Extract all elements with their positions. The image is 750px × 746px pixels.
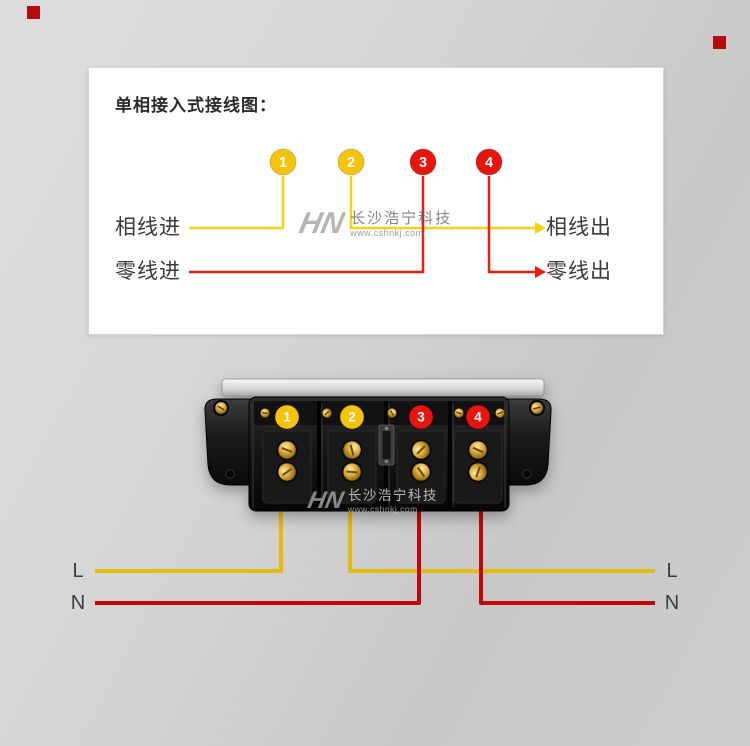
- wire-neutral-right: [479, 500, 655, 605]
- wiring-diagram-panel: 单相接入式接线图： 1 2 3: [88, 67, 664, 335]
- diagram-line-phase-out: [349, 176, 536, 230]
- ear-hole-right: [522, 469, 532, 479]
- badge-number: 2: [348, 410, 356, 425]
- badge-number: 3: [417, 410, 425, 425]
- badge-circle: [408, 404, 434, 430]
- badge-circle: [475, 148, 503, 176]
- badge-number: 4: [474, 410, 482, 425]
- wiring-diagram-svg: 1 2 3 4: [189, 148, 546, 278]
- block-top-strip: [253, 401, 505, 425]
- badge-number: 1: [279, 155, 287, 171]
- block-badge-4: 4: [465, 404, 491, 430]
- corner-marker-top-left: [27, 6, 40, 19]
- badge-circle: [269, 148, 297, 176]
- arrow-phase-out-icon: [535, 222, 546, 234]
- center-jumper: [378, 424, 395, 466]
- badge-number: 1: [283, 410, 291, 425]
- diagram-badge-4: 4: [475, 148, 503, 176]
- line-label-l-left: L: [72, 560, 84, 582]
- diagram-line-neutral-in: [189, 176, 425, 274]
- badge-number: 3: [419, 155, 427, 171]
- badge-circle: [274, 404, 300, 430]
- wire-phase-right: [348, 500, 655, 573]
- block-badge-3: 3: [408, 404, 434, 430]
- meter-terminal-block: 1 2 3 4: [204, 378, 552, 512]
- label-phase-in: 相线进: [115, 216, 181, 239]
- badge-circle: [337, 148, 365, 176]
- label-phase-out: 相线出: [546, 216, 612, 239]
- ear-hole-left: [225, 469, 235, 479]
- wire-neutral-left: [95, 500, 421, 605]
- badge-circle: [339, 404, 365, 430]
- diagram-line-neutral-out: [487, 176, 536, 274]
- block-badge-2: 2: [339, 404, 365, 430]
- diagram-title: 单相接入式接线图：: [115, 96, 277, 115]
- label-neutral-in: 零线进: [115, 260, 181, 283]
- badge-circle: [409, 148, 437, 176]
- block-top-plate: [221, 378, 545, 397]
- label-neutral-out: 零线出: [546, 260, 612, 283]
- line-label-n-left: N: [70, 592, 86, 614]
- line-label-l-right: L: [666, 560, 678, 582]
- line-label-n-right: N: [664, 592, 680, 614]
- diagram-badge-2: 2: [337, 148, 365, 176]
- diagram-badge-3: 3: [409, 148, 437, 176]
- arrow-neutral-out-icon: [535, 266, 546, 278]
- badge-circle: [465, 404, 491, 430]
- corner-marker-right: [713, 36, 726, 49]
- badge-number: 2: [347, 155, 355, 171]
- wire-phase-left: [95, 500, 283, 573]
- badge-number: 4: [485, 155, 493, 171]
- diagram-line-phase-in: [189, 176, 285, 230]
- diagram-badge-1: 1: [269, 148, 297, 176]
- block-badge-1: 1: [274, 404, 300, 430]
